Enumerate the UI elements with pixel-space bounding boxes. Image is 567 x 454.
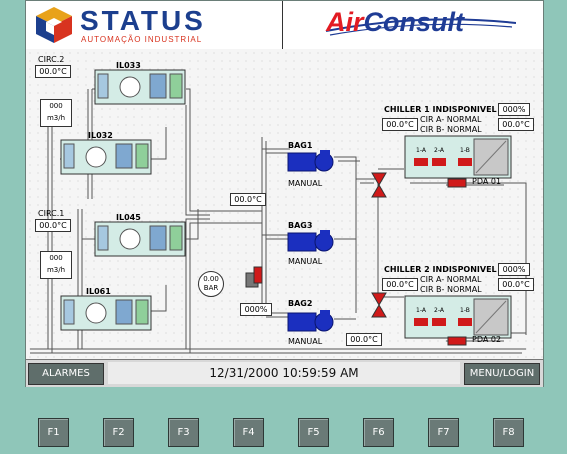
menu-login-button[interactable]: MENU/LOGIN	[464, 363, 540, 385]
f8-key[interactable]: F8	[493, 418, 524, 447]
chiller2-comp-2a: 2-A	[434, 307, 444, 314]
pump-bag3-mode: MANUAL	[288, 257, 323, 266]
circ2-flow: 000 m3/h	[40, 99, 72, 127]
unit-il032-icon[interactable]	[60, 139, 152, 175]
f7-key[interactable]: F7	[428, 418, 459, 447]
circ2-temp: 00.0°C	[35, 65, 71, 78]
f4-key[interactable]: F4	[233, 418, 264, 447]
chiller2-pda: PDA 02	[472, 335, 502, 344]
chiller2-title: CHILLER 2 INDISPONIVEL	[384, 265, 497, 274]
f1-key[interactable]: F1	[38, 418, 69, 447]
unit-il032-label: IL032	[88, 131, 113, 140]
airconsult-logo: AirConsult	[326, 7, 464, 38]
chiller2-status: INDISPONIVEL	[432, 265, 497, 274]
chiller1-comp-2a: 2-A	[434, 147, 444, 154]
status-logo: STATUS AUTOMAÇÃO INDUSTRIAL	[32, 5, 272, 45]
chiller2-name: CHILLER 2	[384, 265, 430, 274]
pump-bag1-icon[interactable]	[286, 149, 334, 175]
chiller2-pda-valve-icon[interactable]	[446, 335, 468, 347]
return-temp: 00.0°C	[346, 333, 382, 346]
pump-bag2-icon[interactable]	[286, 309, 334, 335]
datetime-display: 12/31/2000 10:59:59 AM	[108, 362, 460, 384]
header-divider	[282, 1, 283, 49]
chiller2-cir-b: CIR B- NORMAL	[420, 285, 482, 294]
status-wordmark: STATUS	[80, 5, 206, 36]
pump-bag2-label: BAG2	[288, 299, 313, 308]
pressure-gauge: 0.00 BAR	[198, 271, 224, 297]
chiller2-temp-in: 00.0°C	[382, 278, 418, 291]
pump-bag2-mode: MANUAL	[288, 337, 323, 346]
chiller2-compressor-icons	[414, 318, 472, 326]
chiller1-pda: PDA 01	[472, 177, 502, 186]
circ1-flow: 000 m3/h	[40, 251, 72, 279]
circ1-label: CIRC.1	[38, 209, 65, 218]
unit-il061-label: IL061	[86, 287, 111, 296]
chiller1-unit-icon[interactable]	[404, 135, 512, 179]
chiller2-inlet-valve-icon[interactable]	[370, 291, 388, 319]
chiller1-inlet-valve-icon[interactable]	[370, 171, 388, 199]
status-cube-icon	[36, 7, 72, 43]
pressure-unit: BAR	[203, 284, 219, 292]
f6-key[interactable]: F6	[363, 418, 394, 447]
valve-pct: 000%	[240, 303, 272, 316]
pressure-value: 0.00	[203, 275, 219, 283]
header-temp: 00.0°C	[230, 193, 266, 206]
circ1-temp: 00.0°C	[35, 219, 71, 232]
process-diagram: CIRC.2 00.0°C 000 m3/h CIRC.1 00.0°C 000…	[26, 49, 543, 359]
chiller1-temp-out: 00.0°C	[498, 118, 534, 131]
pump-bag1-mode: MANUAL	[288, 179, 323, 188]
circ2-flow-unit: m3/h	[46, 114, 66, 122]
chiller1-compressor-icons	[414, 158, 472, 166]
chiller1-status: INDISPONIVEL	[432, 105, 497, 114]
f3-key[interactable]: F3	[168, 418, 199, 447]
chiller2-comp-1a: 1-A	[416, 307, 426, 314]
pump-bag3-label: BAG3	[288, 221, 313, 230]
chiller1-name: CHILLER 1	[384, 105, 430, 114]
chiller1-cir-b: CIR B- NORMAL	[420, 125, 482, 134]
chiller1-comp-1a: 1-A	[416, 147, 426, 154]
chiller2-unit-icon[interactable]	[404, 295, 512, 339]
chiller2-pct: 000%	[498, 263, 530, 276]
circ1-flow-unit: m3/h	[46, 266, 66, 274]
unit-il045-label: IL045	[116, 213, 141, 222]
chiller1-pda-valve-icon[interactable]	[446, 177, 468, 189]
circ1-flow-value: 000	[49, 254, 63, 262]
f2-key[interactable]: F2	[103, 418, 134, 447]
chiller1-cir-a: CIR A- NORMAL	[420, 115, 482, 124]
unit-il061-icon[interactable]	[60, 295, 152, 331]
control-valve-icon[interactable]	[242, 263, 264, 291]
f5-key[interactable]: F5	[298, 418, 329, 447]
alarms-button[interactable]: ALARMES	[28, 363, 104, 385]
status-bar: ALARMES 12/31/2000 10:59:59 AM MENU/LOGI…	[26, 359, 543, 387]
chiller1-title: CHILLER 1 INDISPONIVEL	[384, 105, 497, 114]
chiller1-temp-in: 00.0°C	[382, 118, 418, 131]
unit-il033-icon[interactable]	[94, 69, 186, 105]
status-tagline: AUTOMAÇÃO INDUSTRIAL	[81, 35, 203, 44]
circ2-label: CIRC.2	[38, 55, 65, 64]
chiller2-comp-1b: 1-B	[460, 307, 470, 314]
header: STATUS AUTOMAÇÃO INDUSTRIAL AirConsult	[26, 1, 543, 50]
unit-il045-icon[interactable]	[94, 221, 186, 257]
hmi-screen: STATUS AUTOMAÇÃO INDUSTRIAL AirConsult	[25, 0, 544, 387]
chiller2-temp-out: 00.0°C	[498, 278, 534, 291]
chiller1-comp-1b: 1-B	[460, 147, 470, 154]
pump-bag3-icon[interactable]	[286, 229, 334, 255]
airconsult-air-text: Air	[326, 7, 364, 37]
airconsult-consult-text: Consult	[363, 7, 465, 37]
chiller1-pct: 000%	[498, 103, 530, 116]
airconsult-swoosh-icon	[326, 18, 516, 36]
unit-il033-label: IL033	[116, 61, 141, 70]
pump-bag1-label: BAG1	[288, 141, 313, 150]
circ2-flow-value: 000	[49, 102, 63, 110]
chiller2-cir-a: CIR A- NORMAL	[420, 275, 482, 284]
